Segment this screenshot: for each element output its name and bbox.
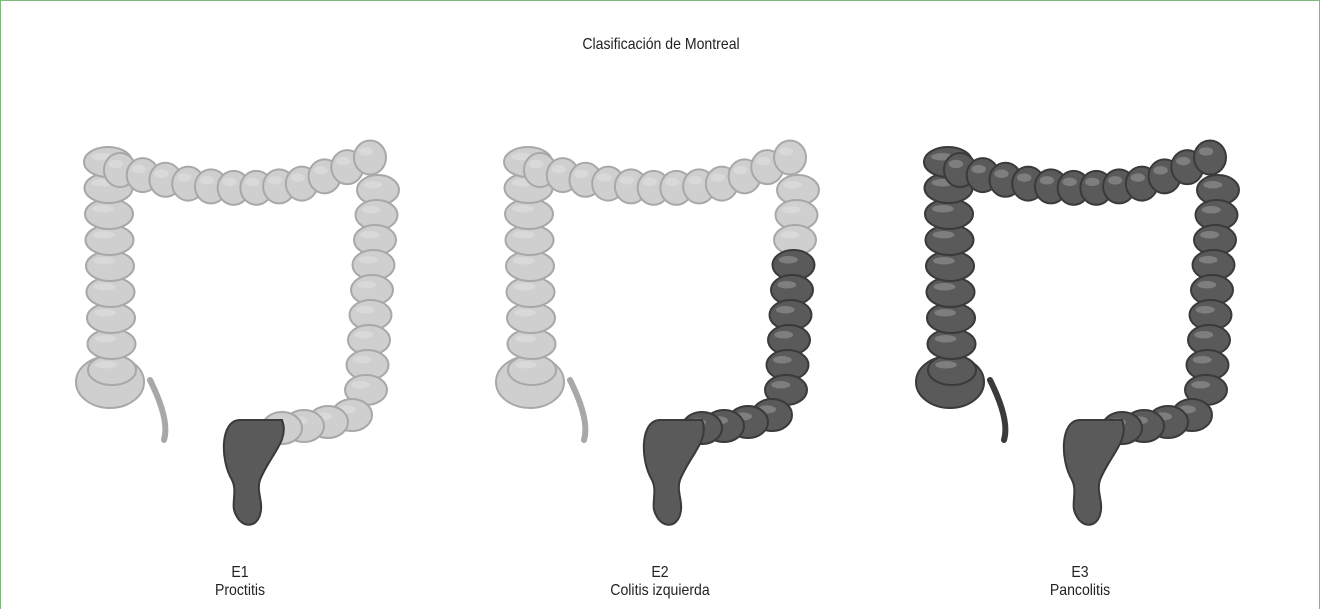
caption-e2: E2 Colitis izquierda bbox=[554, 564, 765, 600]
caption-e1-label: Proctitis bbox=[134, 582, 345, 600]
caption-e1-code: E1 bbox=[134, 564, 345, 582]
caption-e3-code: E3 bbox=[974, 564, 1185, 582]
caption-e1: E1 Proctitis bbox=[134, 564, 345, 600]
caption-e2-label: Colitis izquierda bbox=[554, 582, 765, 600]
caption-e3-label: Pancolitis bbox=[974, 582, 1185, 600]
figure-title: Clasificación de Montreal bbox=[79, 36, 1242, 54]
colon-e1-illustration bbox=[60, 120, 420, 540]
caption-e3: E3 Pancolitis bbox=[974, 564, 1185, 600]
caption-e2-code: E2 bbox=[554, 564, 765, 582]
colon-e3-illustration bbox=[900, 120, 1260, 540]
colon-e2-illustration bbox=[480, 120, 840, 540]
